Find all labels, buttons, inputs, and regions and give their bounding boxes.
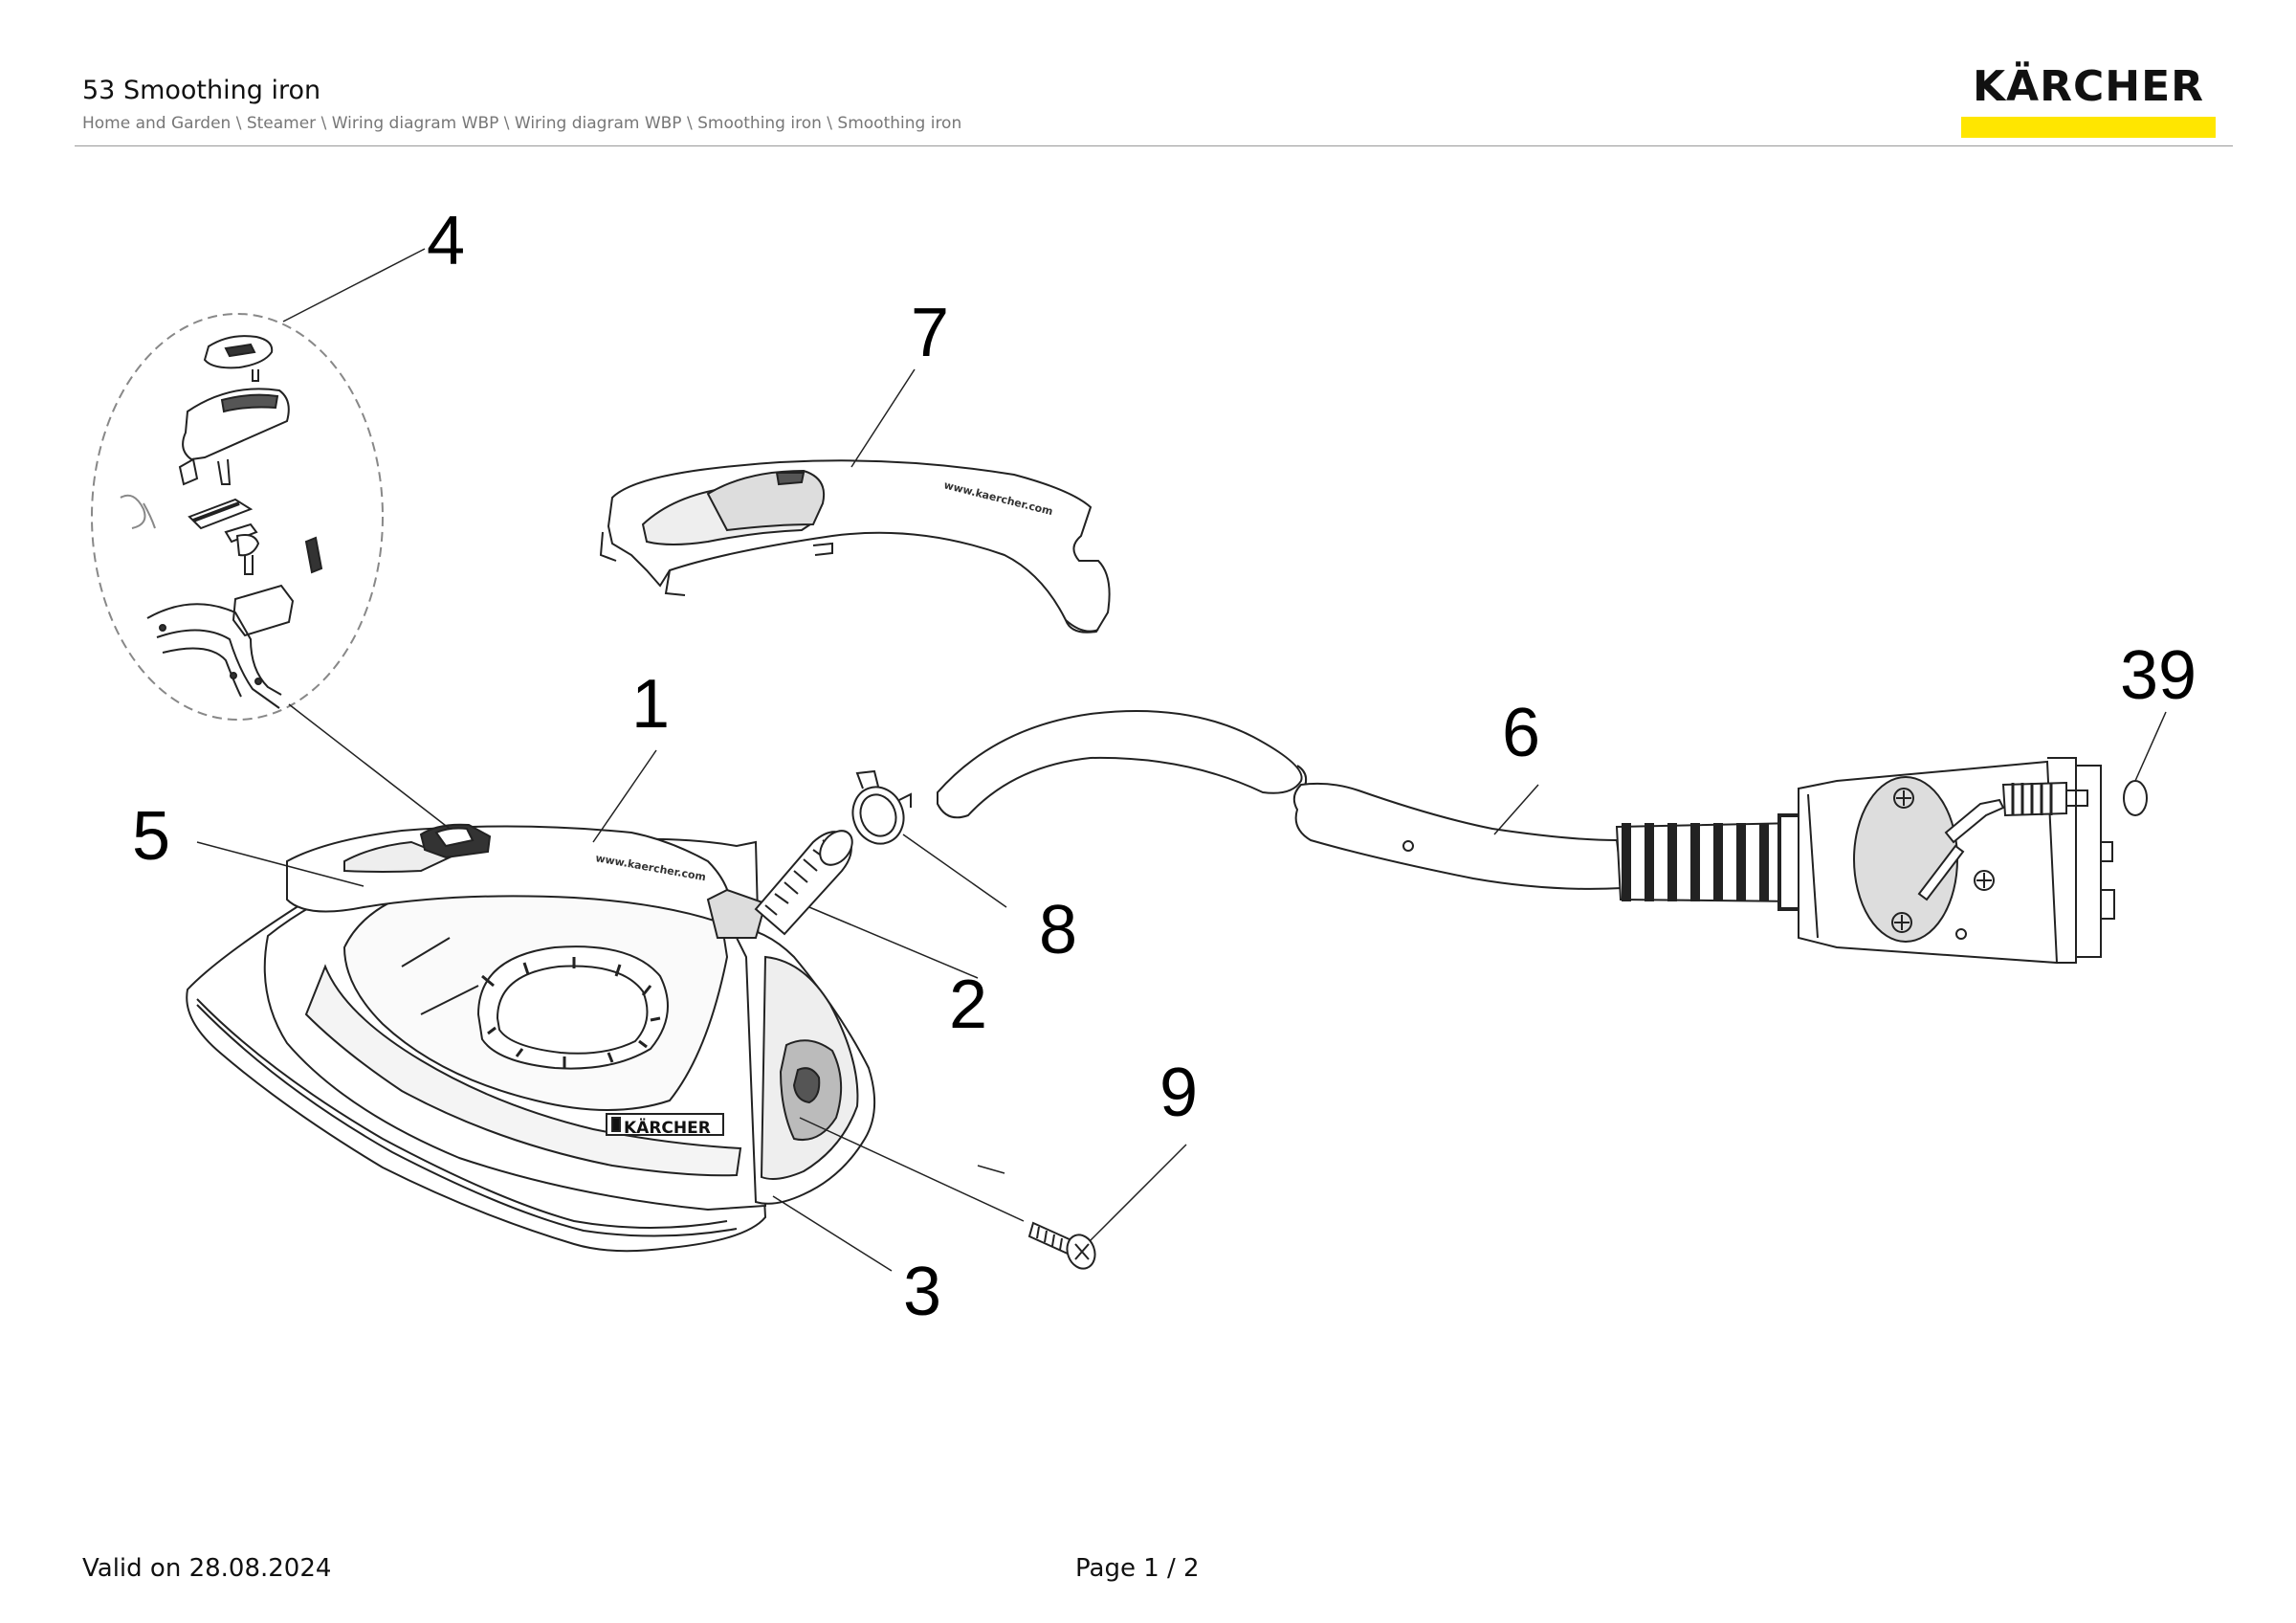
leader-9-screw (977, 1165, 1005, 1174)
body-brand-text: KÄRCHER (624, 1117, 711, 1138)
page-header: 53 Smoothing iron Home and Garden \ Stea… (82, 75, 2244, 134)
part-2-hose-grommet (754, 830, 853, 936)
leader-lines (196, 248, 2167, 1272)
part-7-handle-cover (599, 459, 1111, 634)
leader-5 (196, 841, 364, 887)
footer-valid-date: Valid on 28.08.2024 (82, 1554, 332, 1583)
leader-4 (282, 248, 426, 322)
callout-1: 1 (631, 666, 670, 743)
leader-3 (772, 1195, 893, 1272)
leader-1 (592, 749, 657, 843)
callout-2: 2 (949, 967, 987, 1043)
footer-page-number: Page 1 / 2 (1075, 1554, 1200, 1583)
callout-8: 8 (1039, 892, 1077, 968)
part-4-switch-assembly (91, 313, 384, 721)
part-9-screw (1027, 1221, 1096, 1270)
leader-7 (850, 368, 916, 468)
logo-text: KÄRCHER (1972, 62, 2205, 111)
leader-9 (1090, 1144, 1187, 1241)
part-8-hose-clamp (851, 769, 912, 845)
part-39-seal (2123, 780, 2148, 816)
leader-6 (1493, 784, 1539, 835)
breadcrumb: Home and Garden \ Steamer \ Wiring diagr… (82, 114, 962, 133)
header-divider (75, 145, 2233, 146)
part-6-steam-hose (937, 710, 2115, 965)
callout-7: 7 (911, 295, 949, 371)
part-1-iron-body (186, 823, 876, 1253)
page-title: 53 Smoothing iron (82, 76, 321, 105)
callout-39: 39 (2120, 637, 2197, 714)
callout-5: 5 (132, 798, 170, 875)
karcher-logo: KÄRCHER (1961, 59, 2216, 138)
callout-4: 4 (427, 203, 465, 279)
callout-6: 6 (1502, 695, 1540, 771)
callout-3: 3 (903, 1254, 941, 1330)
leader-2 (808, 906, 979, 979)
leader-4-to-body (288, 703, 451, 830)
leader-39 (2134, 711, 2167, 782)
leader-8 (902, 834, 1007, 908)
leader-9-housing (799, 1117, 1025, 1222)
logo-yellow-bar (1961, 117, 2216, 138)
callout-9: 9 (1159, 1055, 1198, 1131)
